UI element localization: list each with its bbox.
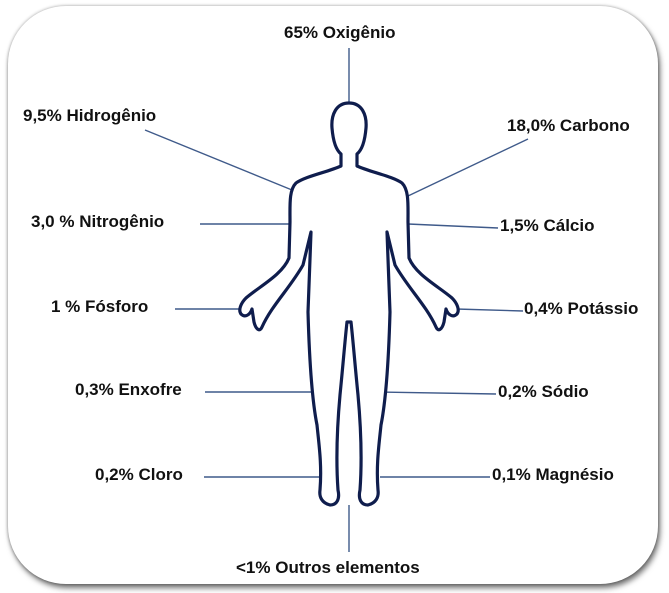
label-nitrogenio: 3,0 % Nitrogênio <box>31 212 165 231</box>
leader-line-potassio <box>455 308 524 312</box>
leader-line-carbono <box>407 138 529 197</box>
label-fosforo: 1 % Fósforo <box>51 297 149 316</box>
leader-line-hidrogenio <box>144 129 293 191</box>
label-calcio: 1,5% Cálcio <box>500 216 595 235</box>
leader-line-sodio <box>379 391 497 395</box>
label-potassio: 0,4% Potássio <box>524 299 639 318</box>
label-oxigenio: 65% Oxigênio <box>284 23 396 42</box>
human-body-outline <box>238 101 460 507</box>
label-enxofre: 0,3% Enxofre <box>75 380 182 399</box>
label-cloro: 0,2% Cloro <box>95 465 183 484</box>
label-sodio: 0,2% Sódio <box>498 382 589 401</box>
label-outros: <1% Outros elementos <box>236 558 420 577</box>
label-hidrogenio: 9,5% Hidrogênio <box>23 106 157 125</box>
label-carbono: 18,0% Carbono <box>507 116 630 135</box>
label-magnesio: 0,1% Magnésio <box>492 465 614 484</box>
leader-line-calcio <box>407 223 499 229</box>
